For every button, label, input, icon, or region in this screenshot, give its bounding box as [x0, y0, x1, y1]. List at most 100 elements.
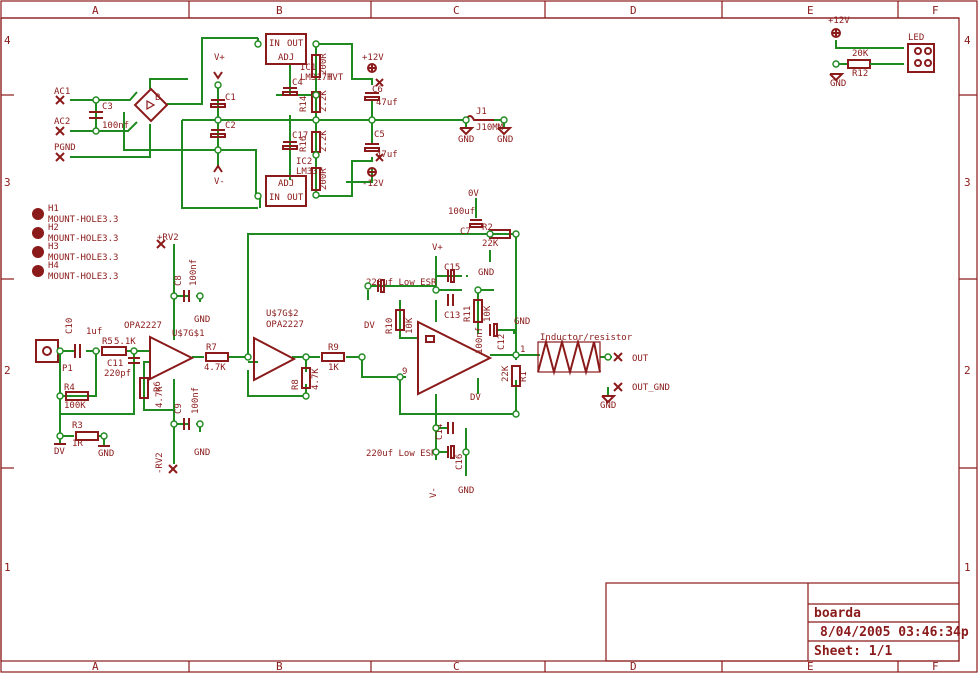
- row-label-2: 2: [4, 364, 11, 377]
- h4-part: MOUNT-HOLE3.3: [48, 272, 118, 282]
- r12-value: 20K: [852, 49, 869, 59]
- r5-value: 5.1K: [114, 337, 136, 347]
- column-label-f-bottom: F: [932, 660, 939, 673]
- input-passives: [54, 346, 149, 447]
- vminus-label-top: V-: [214, 177, 225, 187]
- led-gnd: GND: [830, 79, 846, 89]
- out-gnd-label: OUT_GND: [632, 383, 670, 393]
- row-label-3: 3: [4, 176, 11, 189]
- title-block-name: boarda: [814, 606, 861, 621]
- ic2-pin-out: OUT: [287, 193, 304, 203]
- row-label-4: 4: [4, 34, 11, 47]
- r8-value: 4.7K: [311, 368, 321, 390]
- j1-ref: J1: [476, 107, 487, 117]
- pgnd-label: PGND: [54, 143, 76, 153]
- ic1-ref: IC1: [300, 63, 316, 73]
- vminus-label-out: V-: [429, 487, 439, 498]
- c12-ref: C12: [497, 334, 507, 350]
- r7-ref: R7: [206, 343, 217, 353]
- capacitor-c3: [89, 111, 103, 119]
- j1-part: J10MM: [476, 123, 504, 133]
- c3-value: 100nf: [102, 121, 129, 131]
- c9-gnd: GND: [194, 448, 210, 458]
- ic2-pin-in: IN: [269, 193, 280, 203]
- rv2-minus: -RV2: [155, 452, 165, 474]
- c1-ref: C1: [225, 93, 236, 103]
- rail-outputs: [364, 63, 384, 177]
- c6-ref: C6: [372, 85, 383, 95]
- c2-ref: C2: [225, 121, 236, 131]
- c8-value: 100nf: [189, 259, 199, 286]
- r2-ref: R2: [482, 223, 493, 233]
- capacitors-c14-c16: [447, 422, 455, 459]
- bridge-rectifier: [133, 87, 169, 123]
- r7-value: 4.7K: [204, 363, 226, 373]
- r6-value: 4.7K: [155, 386, 165, 408]
- r6-ref: R6: [153, 381, 163, 392]
- column-label-c: C: [453, 4, 460, 17]
- c7-ref: C7: [460, 227, 471, 237]
- column-label-e-bottom: E: [807, 660, 814, 673]
- r-200r-bottom: 200R: [319, 168, 329, 190]
- r14-value: 2.2K: [319, 90, 329, 112]
- c9-ref: C9: [174, 403, 184, 414]
- led-12v: +12V: [828, 16, 850, 26]
- vplus-label-top: V+: [214, 53, 225, 63]
- r-200r-top: 200R: [319, 53, 329, 75]
- column-label-a: A: [92, 4, 99, 17]
- row-label-2-right: 2: [964, 364, 971, 377]
- c15-ref: C15: [444, 263, 460, 273]
- c13-ref: C13: [444, 311, 460, 321]
- capacitors-c8-c9: [156, 239, 190, 474]
- out-label: OUT: [632, 354, 649, 364]
- esr-label-bottom: 220uf Low ESR: [366, 449, 437, 459]
- column-label-d: D: [630, 4, 637, 17]
- ac-terminals: [55, 95, 65, 162]
- r2-value: 22K: [482, 239, 499, 249]
- c10-value: 1uf: [86, 327, 102, 337]
- ic1-pin-in: IN: [269, 39, 280, 49]
- ac1-label: AC1: [54, 87, 70, 97]
- u1-ref: U$7G$1: [172, 329, 205, 339]
- r1-value: 22K: [501, 365, 511, 382]
- output-terminals: [601, 352, 623, 404]
- r3-ref: R3: [72, 421, 83, 431]
- ic1-hvt: HVT: [327, 73, 344, 83]
- r9-value: 1K: [328, 363, 339, 373]
- amp-dv: DV: [470, 393, 481, 403]
- amp-pin-9: 9: [402, 367, 407, 377]
- c17-ref: C17: [292, 131, 308, 141]
- c14-ref: C14: [435, 424, 445, 440]
- r10-ref: R10: [385, 318, 395, 334]
- h3-part: MOUNT-HOLE3.3: [48, 253, 118, 263]
- r4-value: 100K: [64, 401, 86, 411]
- c7-top-0v: 0V: [468, 189, 479, 199]
- output-passives: [395, 299, 521, 387]
- stage2-resistors: [205, 352, 345, 389]
- h1-part: MOUNT-HOLE3.3: [48, 215, 118, 225]
- pin-markers: [56, 40, 840, 456]
- output-inductor: [537, 338, 601, 376]
- capacitor-c1-c2: [210, 71, 226, 173]
- c11-value: 220pf: [104, 369, 131, 379]
- mount-holes: [32, 208, 44, 277]
- row-label-1: 1: [4, 561, 11, 574]
- dv-label: DV: [54, 447, 65, 457]
- led-circuit: [829, 28, 935, 82]
- r16-ref: R16: [299, 136, 309, 152]
- regulator-ic2: [265, 175, 307, 207]
- capacitors-c15-c13: [377, 269, 455, 306]
- regulator-ic1: [265, 33, 307, 65]
- column-label-b-bottom: B: [276, 660, 283, 673]
- esr-label-top: 220uf Low ESR: [366, 278, 437, 288]
- p1-ref: P1: [62, 364, 73, 374]
- h4-ref: H4: [48, 261, 59, 271]
- r9-ref: R9: [328, 343, 339, 353]
- ic2-ref: IC2: [296, 157, 312, 167]
- c16-ref: C16: [455, 454, 465, 470]
- column-label-d-bottom: D: [630, 660, 637, 673]
- amp-pin-1: 1: [520, 345, 525, 355]
